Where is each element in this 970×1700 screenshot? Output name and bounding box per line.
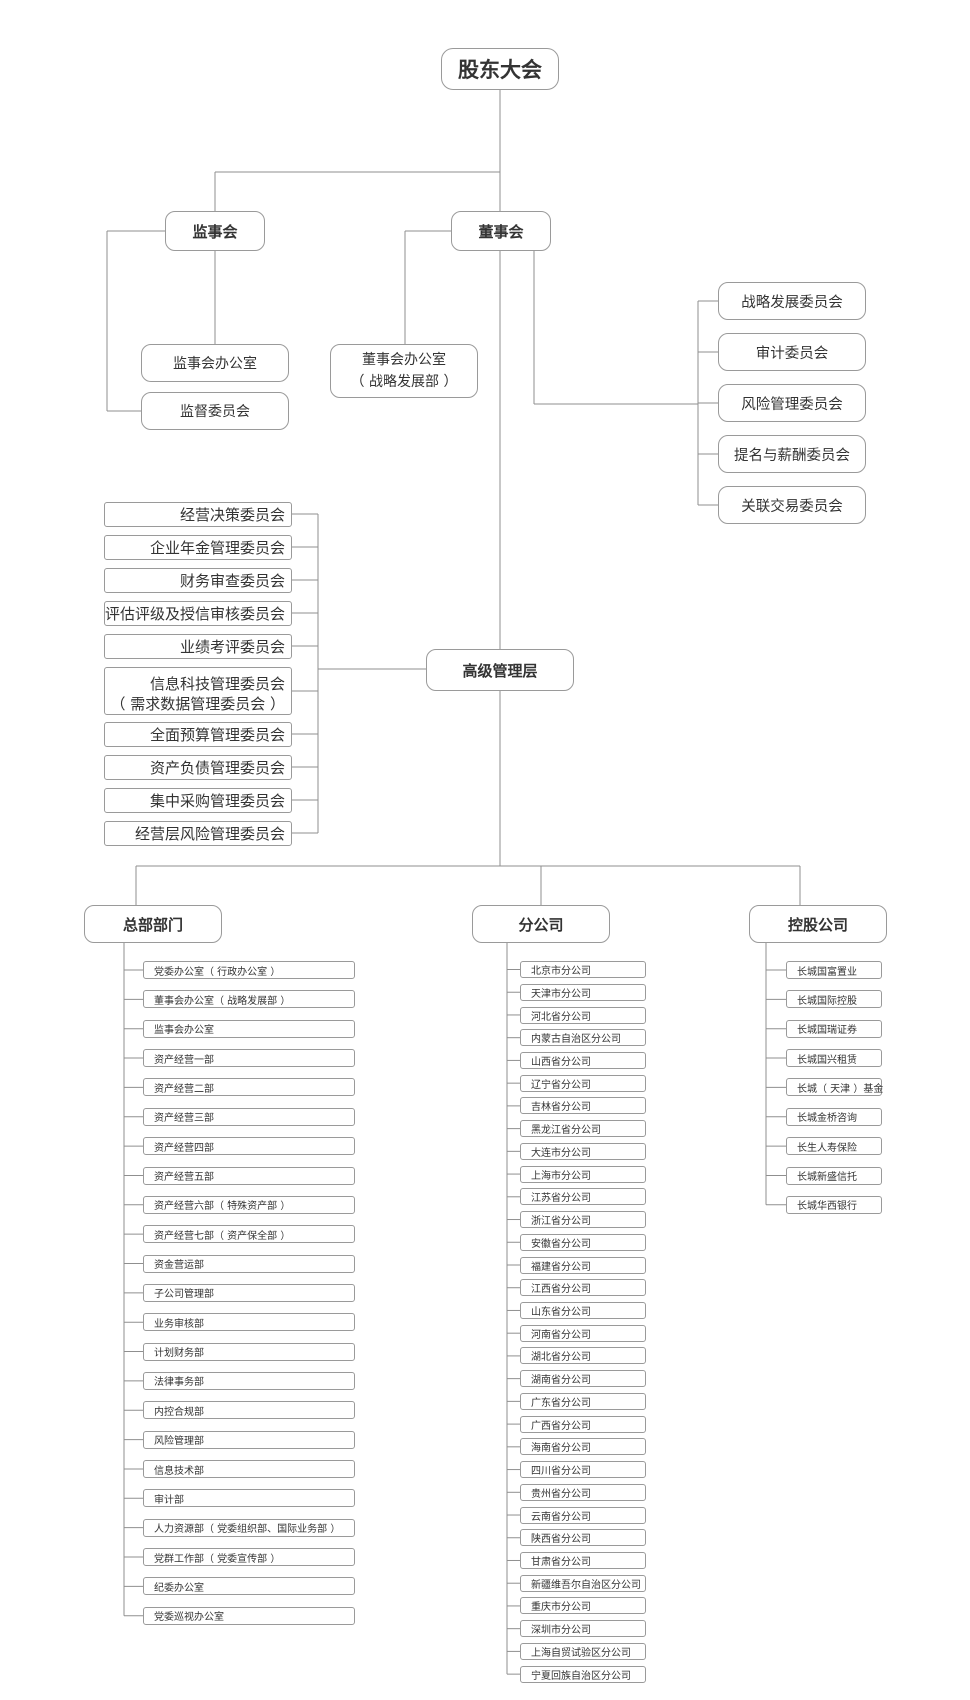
- holding-company-item[interactable]: 长城新盛信托: [786, 1166, 882, 1185]
- branch-item[interactable]: 浙江省分公司: [520, 1211, 646, 1228]
- holding-company-item[interactable]: 长城（ 天津 ）基金: [786, 1078, 883, 1097]
- management-committee-box[interactable]: 业绩考评委员会: [104, 634, 292, 659]
- hq-department-item[interactable]: 内控合规部: [143, 1401, 355, 1420]
- hq-department-item[interactable]: 董事会办公室（ 战略发展部 ）: [143, 990, 355, 1009]
- holding-company-item[interactable]: 长生人寿保险: [786, 1137, 882, 1156]
- branch-item[interactable]: 海南省分公司: [520, 1438, 646, 1456]
- hq-department-item[interactable]: 监事会办公室: [143, 1019, 355, 1038]
- management-committee-box[interactable]: 全面预算管理委员会: [104, 722, 292, 747]
- management-committee-box[interactable]: 评估评级及授信审核委员会: [104, 601, 292, 626]
- board-of-directors-box[interactable]: 董事会: [451, 211, 551, 251]
- branch-item[interactable]: 上海自贸试验区分公司: [520, 1642, 646, 1660]
- board-committee-box[interactable]: 关联交易委员会: [718, 486, 866, 524]
- board-office-line2: （ 战略发展部 ）: [350, 374, 458, 390]
- branch-item[interactable]: 四川省分公司: [520, 1461, 646, 1479]
- branch-item[interactable]: 广西省分公司: [520, 1415, 646, 1433]
- hq-department-item[interactable]: 资产经营五部: [143, 1166, 355, 1185]
- branch-item[interactable]: 云南省分公司: [520, 1506, 646, 1524]
- hq-department-item[interactable]: 审计部: [143, 1489, 355, 1508]
- supervisory-office-box[interactable]: 监事会办公室: [141, 344, 289, 382]
- hq-department-item[interactable]: 业务审核部: [143, 1313, 355, 1332]
- shareholders-meeting-box[interactable]: 股东大会: [441, 48, 559, 90]
- management-committee-box[interactable]: 集中采购管理委员会: [104, 788, 292, 813]
- branch-item[interactable]: 江苏省分公司: [520, 1188, 646, 1206]
- supervisory-board-box[interactable]: 监事会: [165, 211, 265, 251]
- hq-department-item[interactable]: 资产经营六部（ 特殊资产部 ）: [143, 1195, 355, 1214]
- holding-company-item[interactable]: 长城国际控股: [786, 990, 882, 1009]
- hq-department-item[interactable]: 资产经营一部: [143, 1049, 355, 1067]
- branch-item[interactable]: 河北省分公司: [520, 1006, 646, 1024]
- hq-departments-box[interactable]: 总部部门: [84, 905, 222, 943]
- branch-item[interactable]: 天津市分公司: [520, 983, 646, 1001]
- hq-department-item[interactable]: 计划财务部: [143, 1342, 355, 1361]
- holding-company-item[interactable]: 长城国瑞证券: [786, 1019, 882, 1038]
- holding-company-item[interactable]: 长城金桥咨询: [786, 1107, 882, 1126]
- hq-department-item[interactable]: 纪委办公室: [143, 1577, 355, 1596]
- branch-item[interactable]: 山西省分公司: [520, 1051, 646, 1069]
- hq-department-item[interactable]: 资产经营四部: [143, 1137, 355, 1156]
- management-committee-box[interactable]: 企业年金管理委员会: [104, 535, 292, 560]
- hq-department-item[interactable]: 党委办公室（ 行政办公室 ）: [143, 961, 355, 979]
- branch-item[interactable]: 广东省分公司: [520, 1392, 646, 1410]
- holding-company-item[interactable]: 长城国兴租赁: [786, 1049, 882, 1067]
- branch-item[interactable]: 深圳市分公司: [520, 1620, 646, 1638]
- branch-item[interactable]: 黑龙江省分公司: [520, 1120, 646, 1138]
- holding-company-item[interactable]: 长城华西银行: [786, 1195, 882, 1214]
- hq-department-item[interactable]: 党群工作部（ 党委宣传部 ）: [143, 1548, 355, 1566]
- branch-item[interactable]: 重庆市分公司: [520, 1597, 646, 1615]
- branch-item[interactable]: 福建省分公司: [520, 1256, 646, 1274]
- branch-item[interactable]: 吉林省分公司: [520, 1097, 646, 1115]
- management-committee-box[interactable]: 经营层风险管理委员会: [104, 821, 292, 846]
- it-management-committee-box[interactable]: 信息科技管理委员会 （ 需求数据管理委员会 ）: [104, 667, 292, 715]
- it-committee-line1: 信息科技管理委员会: [149, 675, 285, 693]
- management-committee-box[interactable]: 财务审查委员会: [104, 568, 292, 593]
- branch-item[interactable]: 宁夏回族自治区分公司: [520, 1665, 646, 1683]
- hq-department-item[interactable]: 子公司管理部: [143, 1283, 355, 1302]
- oversight-committee-box[interactable]: 监督委员会: [141, 392, 289, 430]
- branch-item[interactable]: 上海市分公司: [520, 1165, 646, 1183]
- branch-item[interactable]: 陕西省分公司: [520, 1529, 646, 1547]
- branch-item[interactable]: 内蒙古自治区分公司: [520, 1029, 646, 1047]
- branch-item[interactable]: 河南省分公司: [520, 1324, 646, 1342]
- branch-item[interactable]: 贵州省分公司: [520, 1483, 646, 1501]
- board-office-line1: 董事会办公室: [362, 352, 446, 368]
- branch-item[interactable]: 大连市分公司: [520, 1142, 646, 1160]
- hq-department-item[interactable]: 人力资源部（ 党委组织部、国际业务部 ）: [143, 1518, 355, 1537]
- branch-item[interactable]: 新疆维吾尔自治区分公司: [520, 1574, 646, 1592]
- branch-item[interactable]: 辽宁省分公司: [520, 1074, 646, 1092]
- hq-department-item[interactable]: 信息技术部: [143, 1460, 355, 1478]
- board-office-box[interactable]: 董事会办公室 （ 战略发展部 ）: [330, 344, 478, 398]
- holdings-box[interactable]: 控股公司: [749, 905, 887, 943]
- hq-department-item[interactable]: 资产经营二部: [143, 1078, 355, 1097]
- hq-department-item[interactable]: 资产经营七部（ 资产保全部 ）: [143, 1225, 355, 1244]
- branch-item[interactable]: 湖南省分公司: [520, 1370, 646, 1388]
- branch-item[interactable]: 湖北省分公司: [520, 1347, 646, 1365]
- senior-management-box[interactable]: 高级管理层: [426, 649, 574, 691]
- management-committee-box[interactable]: 经营决策委员会: [104, 502, 292, 527]
- branch-item[interactable]: 安徽省分公司: [520, 1233, 646, 1251]
- branch-item[interactable]: 山东省分公司: [520, 1302, 646, 1319]
- hq-department-item[interactable]: 资产经营三部: [143, 1107, 355, 1126]
- board-committee-box[interactable]: 审计委员会: [718, 333, 866, 371]
- it-committee-line2: （ 需求数据管理委员会 ）: [110, 695, 285, 713]
- branches-box[interactable]: 分公司: [472, 905, 610, 943]
- hq-department-item[interactable]: 资金营运部: [143, 1254, 355, 1273]
- holding-company-item[interactable]: 长城国富置业: [786, 961, 882, 979]
- hq-department-item[interactable]: 法律事务部: [143, 1371, 355, 1390]
- management-committee-box[interactable]: 资产负债管理委员会: [104, 755, 292, 780]
- branch-item[interactable]: 江西省分公司: [520, 1279, 646, 1297]
- hq-department-item[interactable]: 风险管理部: [143, 1430, 355, 1449]
- board-committee-box[interactable]: 提名与薪酬委员会: [718, 435, 866, 473]
- board-committee-box[interactable]: 风险管理委员会: [718, 384, 866, 422]
- board-committee-box[interactable]: 战略发展委员会: [718, 282, 866, 320]
- branch-item[interactable]: 北京市分公司: [520, 961, 646, 978]
- branch-item[interactable]: 甘肃省分公司: [520, 1552, 646, 1569]
- hq-department-item[interactable]: 党委巡视办公室: [143, 1606, 355, 1625]
